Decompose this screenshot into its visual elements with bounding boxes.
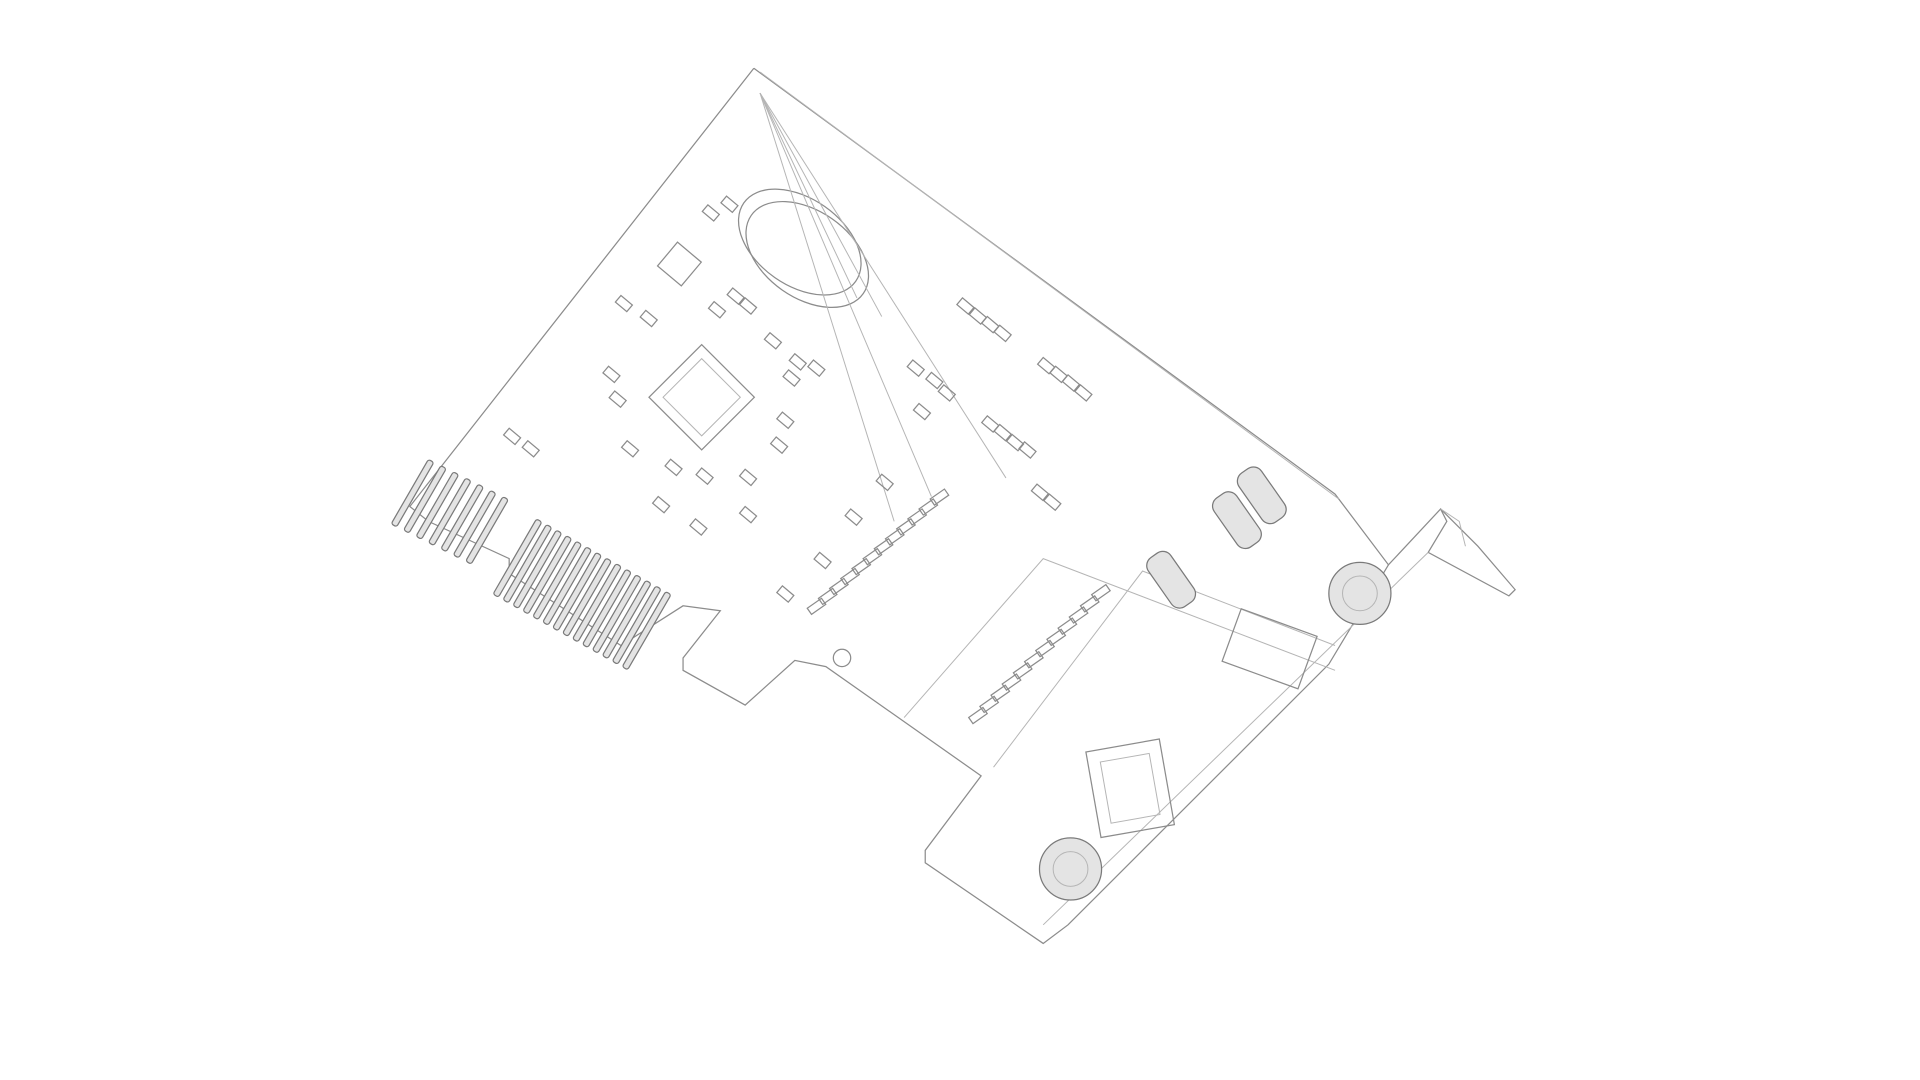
via	[832, 648, 852, 668]
gold-finger	[391, 459, 434, 527]
gold-finger	[441, 484, 484, 552]
gold-finger	[592, 575, 641, 653]
gold-finger	[523, 535, 572, 614]
smd-component	[924, 371, 944, 390]
smd-component	[701, 203, 721, 222]
smd-resistor	[851, 557, 872, 576]
smd-component	[769, 436, 789, 455]
board-outline	[408, 67, 1516, 945]
smd-resistor	[895, 517, 917, 536]
smd-component	[695, 467, 714, 486]
screw-hole-icon	[1328, 561, 1392, 626]
smd-component	[639, 309, 659, 328]
smd-component	[937, 383, 957, 402]
gold-finger	[453, 490, 496, 558]
gold-finger	[533, 541, 582, 620]
gold-finger	[466, 496, 509, 564]
inductor	[656, 241, 703, 287]
smd-resistor	[1068, 606, 1089, 624]
smd-component	[1042, 493, 1062, 512]
smd-component	[689, 518, 708, 537]
mounting-screws	[1038, 561, 1392, 901]
smd-component	[707, 300, 727, 319]
gold-finger	[602, 580, 651, 659]
smd-component	[1030, 483, 1050, 502]
smd-component	[720, 195, 739, 214]
screw-hole-icon	[1038, 837, 1103, 901]
gold-finger	[612, 586, 661, 665]
gold-finger	[552, 552, 602, 631]
smd-component	[521, 439, 541, 458]
smd-resistor	[1046, 628, 1067, 647]
smd-resistor	[1057, 617, 1078, 636]
smd-resistor	[1023, 650, 1044, 669]
smd-resistor	[1079, 594, 1100, 613]
controller-chip	[648, 343, 756, 451]
smd-resistor	[906, 508, 928, 526]
smd-resistor	[806, 597, 827, 616]
rj45-port	[1085, 607, 1318, 839]
smd-component	[806, 359, 826, 378]
smd-component	[726, 287, 746, 306]
smd-component	[993, 423, 1013, 442]
smd-resistor	[1090, 583, 1112, 602]
smd-component	[602, 365, 621, 384]
smd-component	[1074, 383, 1093, 402]
smd-resistor	[884, 527, 905, 546]
smd-component	[763, 331, 783, 350]
smd-components	[502, 195, 1112, 725]
gold-finger	[572, 563, 622, 642]
led-connectors	[1146, 466, 1287, 609]
edge-connector-fingers	[391, 459, 671, 670]
gold-finger	[622, 591, 671, 670]
crystal-oscillator	[737, 92, 1007, 522]
gold-finger	[562, 558, 612, 637]
smd-component	[664, 458, 683, 477]
smd-resistor	[929, 488, 950, 507]
gold-finger	[582, 569, 632, 648]
smd-resistor	[862, 547, 883, 566]
smd-component	[775, 411, 795, 430]
gold-finger	[543, 547, 592, 625]
gold-finger	[403, 465, 446, 533]
smd-resistor	[979, 695, 1000, 714]
smd-component	[912, 402, 932, 421]
smd-component	[651, 495, 671, 514]
smd-component	[956, 297, 975, 316]
smd-component	[1061, 374, 1081, 393]
smd-resistor	[918, 498, 939, 516]
smd-component	[844, 508, 864, 527]
smd-component	[813, 551, 832, 570]
gold-finger	[428, 478, 471, 546]
smd-component	[782, 369, 801, 388]
smd-resistor	[1012, 661, 1033, 680]
smd-resistor	[1034, 639, 1056, 658]
smd-resistor	[1001, 673, 1022, 691]
smd-resistor	[990, 684, 1011, 703]
gold-finger	[416, 472, 459, 540]
smd-component	[1018, 441, 1037, 460]
smd-component	[614, 294, 634, 313]
smd-resistor	[967, 706, 989, 725]
gold-finger	[513, 530, 562, 609]
smd-component	[738, 468, 758, 487]
smd-resistor	[839, 567, 861, 586]
smd-resistor	[873, 537, 894, 556]
smd-resistor	[828, 577, 849, 596]
smd-component	[608, 390, 628, 409]
smd-component	[620, 439, 640, 458]
smd-component	[788, 352, 808, 371]
smd-component	[738, 505, 758, 524]
smd-component	[502, 427, 522, 446]
gold-finger	[503, 524, 552, 603]
smd-component	[993, 324, 1013, 343]
gold-finger	[493, 519, 542, 597]
smd-component	[906, 359, 926, 378]
smd-component	[738, 297, 758, 316]
smd-resistor	[817, 587, 838, 606]
smd-component	[775, 585, 795, 604]
smd-component	[875, 473, 895, 492]
